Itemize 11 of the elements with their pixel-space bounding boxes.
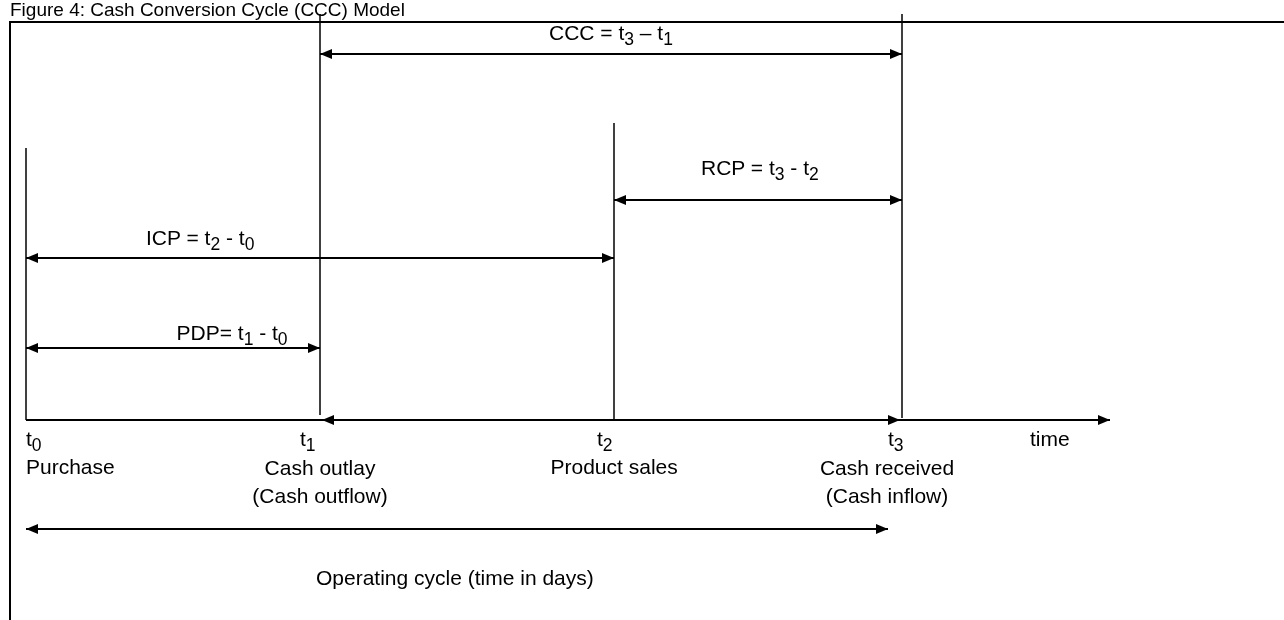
figure-title: Figure 4: Cash Conversion Cycle (CCC) Model xyxy=(10,0,405,20)
tick-label: t$_{3}$ xyxy=(888,426,904,458)
caption-label: Operating cycle (time in days) xyxy=(316,565,594,591)
formula-label: RCP = t$_{3}$ - t$_{2}$ xyxy=(701,155,819,187)
axis-title: time xyxy=(1030,426,1070,452)
formula-label: ICP = t$_{2}$ - t$_{0}$ xyxy=(146,225,255,257)
tick-label: t$_{1}$ xyxy=(300,426,316,458)
formula-label: CCC = t$_{3}$ – t$_{1}$ xyxy=(549,20,673,52)
event-label: Cash outlay (Cash outflow) xyxy=(251,455,389,509)
event-label: Cash received (Cash inflow) xyxy=(818,455,956,509)
formula-label: PDP= t$_{1}$ - t$_{0}$ xyxy=(176,320,288,352)
